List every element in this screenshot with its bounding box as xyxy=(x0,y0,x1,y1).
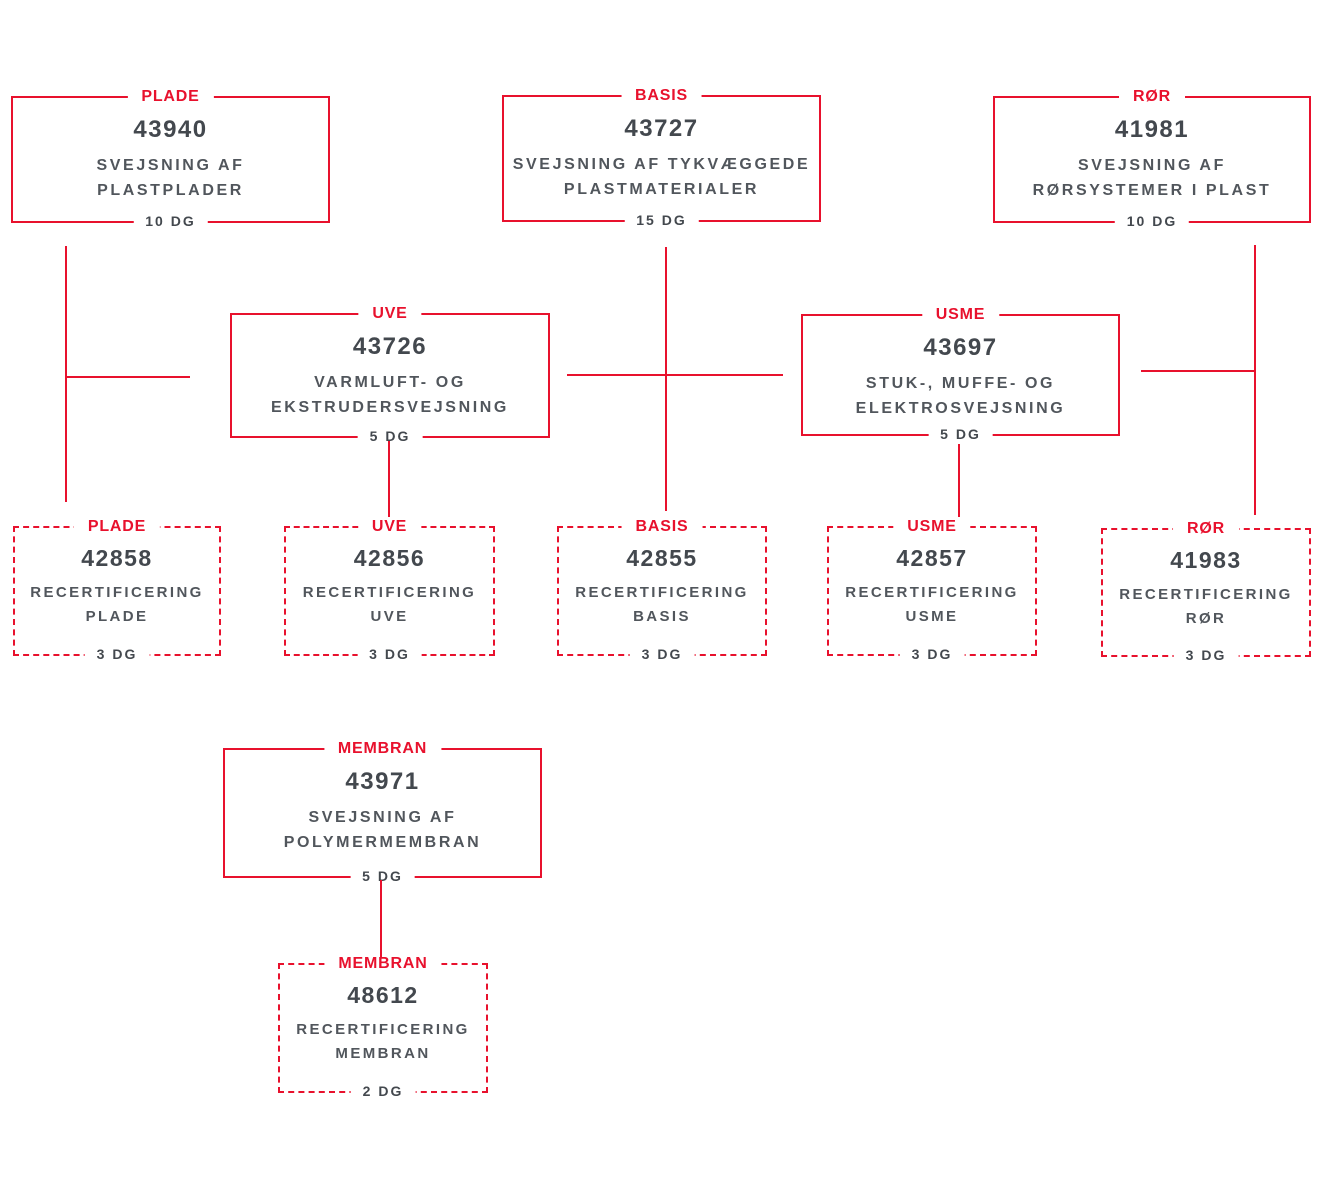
course-title: RECERTIFICERING BASIS xyxy=(575,581,749,629)
course-title-line2: UVE xyxy=(370,608,409,625)
course-title: SVEJSNING AF RØRSYSTEMER I PLAST xyxy=(1033,153,1272,203)
course-box-usme-43697: USME 43697 STUK-, MUFFE- OG ELEKTROSVEJS… xyxy=(801,305,1120,444)
recert-box-ror-41983: RØR 41983 RECERTIFICERING RØR 3 DG xyxy=(1101,519,1311,665)
course-title-line1: SVEJSNING AF TYKVÆGGEDE xyxy=(512,156,811,173)
course-code: 41981 xyxy=(1114,116,1190,143)
category-tag: UVE xyxy=(358,304,422,324)
connector-membran-to-recert xyxy=(380,880,382,957)
category-tag: RØR xyxy=(1173,519,1239,539)
course-code: 43697 xyxy=(923,334,998,361)
course-code: 41983 xyxy=(1170,547,1242,573)
connector-basis-vertical xyxy=(665,247,667,511)
course-title: RECERTIFICERING RØR xyxy=(1119,583,1293,631)
course-duration: 10 DG xyxy=(1114,211,1190,231)
course-title-line2: PLADE xyxy=(85,608,149,625)
course-duration: 3 DG xyxy=(629,644,695,664)
course-duration: 3 DG xyxy=(1173,645,1239,665)
recert-box-usme-42857: USME 42857 RECERTIFICERING USME 3 DG xyxy=(827,517,1037,664)
course-title-line1: RECERTIFICERING xyxy=(302,584,477,601)
course-box-membran-43971: MEMBRAN 43971 SVEJSNING AF POLYMERMEMBRA… xyxy=(223,739,542,886)
course-title-line1: RECERTIFICERING xyxy=(845,584,1019,601)
recert-box-membran-48612: MEMBRAN 48612 RECERTIFICERING MEMBRAN 2 … xyxy=(278,954,488,1101)
course-title-line1: SVEJSNING AF xyxy=(308,809,457,826)
course-duration: 5 DG xyxy=(357,426,423,446)
recert-box-plade-42858: PLADE 42858 RECERTIFICERING PLADE 3 DG xyxy=(13,517,221,664)
course-duration: 5 DG xyxy=(928,424,993,444)
course-code: 42856 xyxy=(353,545,426,571)
course-title-line1: SVEJSNING AF xyxy=(1078,157,1226,174)
course-duration: 15 DG xyxy=(624,210,699,230)
course-duration: 2 DG xyxy=(350,1081,416,1101)
course-title: RECERTIFICERING PLADE xyxy=(30,581,204,629)
course-box-plade-43940: PLADE 43940 SVEJSNING AF PLASTPLADER 10 … xyxy=(11,87,330,231)
course-title-line1: STUK-, MUFFE- OG xyxy=(865,375,1056,392)
category-tag: UVE xyxy=(357,517,422,537)
course-title-line2: PLASTPLADER xyxy=(97,182,244,199)
connector-usme-to-ror xyxy=(1141,370,1256,372)
course-code: 42857 xyxy=(896,545,968,571)
course-duration: 3 DG xyxy=(84,644,150,664)
connector-ror-vertical xyxy=(1254,245,1256,515)
connector-uve-to-usme xyxy=(567,374,783,376)
connector-plade-to-uve xyxy=(65,376,190,378)
course-code: 43726 xyxy=(352,333,428,360)
course-title: RECERTIFICERING MEMBRAN xyxy=(296,1018,470,1066)
course-title-line1: RECERTIFICERING xyxy=(1119,586,1293,603)
course-box-ror-41981: RØR 41981 SVEJSNING AF RØRSYSTEMER I PLA… xyxy=(993,87,1311,231)
course-title-line1: RECERTIFICERING xyxy=(296,1021,470,1038)
course-title-line2: RØRSYSTEMER I PLAST xyxy=(1032,182,1272,199)
course-title: SVEJSNING AF POLYMERMEMBRAN xyxy=(284,805,482,855)
course-code: 43971 xyxy=(345,768,420,795)
recert-box-basis-42855: BASIS 42855 RECERTIFICERING BASIS 3 DG xyxy=(557,517,767,664)
course-duration: 10 DG xyxy=(133,211,208,231)
category-tag: MEMBRAN xyxy=(323,739,442,759)
course-box-uve-43726: UVE 43726 VARMLUFT- OG EKSTRUDERSVEJSNIN… xyxy=(230,304,550,446)
course-title: RECERTIFICERING USME xyxy=(845,581,1019,629)
category-tag: RØR xyxy=(1119,87,1185,107)
category-tag: MEMBRAN xyxy=(324,954,442,974)
connector-usme-to-recert xyxy=(958,444,960,517)
course-duration: 3 DG xyxy=(899,644,965,664)
course-title-line2: BASIS xyxy=(633,608,691,625)
connector-uve-to-recert xyxy=(388,441,390,517)
course-code: 43727 xyxy=(624,115,699,142)
course-title: SVEJSNING AF PLASTPLADER xyxy=(97,153,245,203)
course-box-basis-43727: BASIS 43727 SVEJSNING AF TYKVÆGGEDE PLAS… xyxy=(502,86,821,230)
course-title-line2: ELEKTROSVEJSNING xyxy=(855,400,1066,417)
course-title: STUK-, MUFFE- OG ELEKTROSVEJSNING xyxy=(856,371,1066,421)
category-tag: BASIS xyxy=(621,86,702,106)
course-title-line2: USME xyxy=(905,608,959,625)
category-tag: BASIS xyxy=(621,517,703,537)
course-title-line2: PLASTMATERIALER xyxy=(563,181,760,198)
recert-box-uve-42856: UVE 42856 RECERTIFICERING UVE 3 DG xyxy=(284,517,495,664)
course-title-line2: POLYMERMEMBRAN xyxy=(283,834,482,851)
course-title-line2: MEMBRAN xyxy=(335,1045,431,1062)
course-title: RECERTIFICERING UVE xyxy=(303,581,477,629)
connector-plade-vertical xyxy=(65,246,67,502)
course-code: 42858 xyxy=(81,545,153,571)
category-tag: USME xyxy=(921,305,1000,325)
course-title: VARMLUFT- OG EKSTRUDERSVEJSNING xyxy=(271,370,509,420)
course-title-line2: EKSTRUDERSVEJSNING xyxy=(271,399,509,416)
category-tag: USME xyxy=(893,517,971,537)
course-code: 48612 xyxy=(347,982,419,1008)
course-duration: 3 DG xyxy=(357,644,422,664)
course-duration: 5 DG xyxy=(350,866,415,886)
category-tag: PLADE xyxy=(127,87,214,107)
category-tag: PLADE xyxy=(73,517,161,537)
course-title-line1: RECERTIFICERING xyxy=(30,584,204,601)
course-title-line1: RECERTIFICERING xyxy=(575,584,749,601)
course-title-line2: RØR xyxy=(1185,610,1227,627)
course-code: 42855 xyxy=(626,545,698,571)
course-code: 43940 xyxy=(133,116,208,143)
course-title-line1: SVEJSNING AF xyxy=(96,157,245,174)
course-title: SVEJSNING AF TYKVÆGGEDE PLASTMATERIALER xyxy=(513,152,810,202)
course-title-line1: VARMLUFT- OG xyxy=(314,374,466,391)
